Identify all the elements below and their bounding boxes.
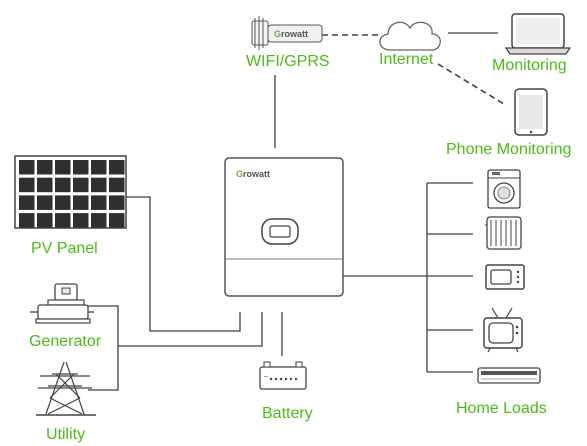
- internet-to-phone-dashed: [437, 63, 505, 105]
- solar-cell: [19, 195, 35, 210]
- solar-cell: [109, 177, 125, 193]
- inverter-icon: Growatt: [224, 157, 344, 297]
- dongle-logo-g: G: [274, 29, 281, 39]
- pv-panel-label: PV Panel: [31, 240, 98, 257]
- solar-cell: [37, 213, 53, 228]
- battery-dot: [284, 377, 288, 381]
- solar-cell: [73, 195, 89, 210]
- battery-dot: [294, 377, 298, 381]
- solar-cell: [109, 213, 125, 228]
- battery-label: Battery: [262, 405, 313, 422]
- solar-cell: [55, 160, 71, 175]
- solar-cell: [73, 213, 89, 228]
- solar-cell: [37, 160, 53, 175]
- solar-cell: [73, 177, 89, 193]
- wifi-dongle-icon: Growatt: [251, 16, 323, 50]
- solar-cell: [91, 213, 107, 228]
- solar-cell: [73, 160, 89, 175]
- svg-text:Growatt: Growatt: [274, 29, 308, 39]
- battery-dot: [274, 377, 278, 381]
- solar-cell: [91, 195, 107, 210]
- solar-cell: [55, 177, 71, 193]
- phone-icon: [514, 88, 548, 136]
- pv-to-inverter-line: [126, 196, 241, 332]
- solar-cell: [19, 177, 35, 193]
- solar-cell: [55, 195, 71, 210]
- heater-icon: [485, 216, 522, 250]
- solar-cell: [19, 213, 35, 228]
- solar-cell: [37, 195, 53, 210]
- solar-cell: [109, 160, 125, 175]
- tv-icon: [483, 307, 523, 353]
- generator-icon: [30, 283, 94, 324]
- monitoring-label: Monitoring: [492, 57, 567, 74]
- utility-label: Utility: [46, 426, 86, 443]
- battery-dot: [269, 377, 273, 381]
- solar-cell: [55, 213, 71, 228]
- generator-bus-line: [88, 305, 119, 391]
- solar-cell: [91, 177, 107, 193]
- inverter-logo-g: G: [236, 169, 243, 179]
- connections: [88, 32, 505, 391]
- dongle-logo-rest: rowatt: [281, 29, 308, 39]
- battery-dash-mark: –: [264, 373, 268, 380]
- washing-machine-icon: [487, 169, 521, 209]
- utility-to-inverter-line: [118, 312, 263, 347]
- battery-dot: [289, 377, 293, 381]
- internet-label: Internet: [379, 51, 434, 68]
- solar-cell: [109, 195, 125, 210]
- air-conditioner-icon: [477, 367, 541, 384]
- cloud-icon: [379, 21, 441, 51]
- laptop-icon: [504, 13, 572, 55]
- solar-panel-icon: [14, 155, 127, 229]
- generator-label: Generator: [29, 333, 102, 350]
- power-tower-icon: [36, 361, 96, 416]
- phone-monitoring-label: Phone Monitoring: [446, 141, 572, 158]
- svg-text:Growatt: Growatt: [236, 169, 270, 179]
- solar-cell: [19, 160, 35, 175]
- battery-dot: [279, 377, 283, 381]
- microwave-icon: [485, 264, 525, 290]
- battery-icon: –: [259, 361, 307, 390]
- wifi-gprs-label: WIFI/GPRS: [246, 53, 330, 70]
- home-loads-label: Home Loads: [456, 400, 547, 417]
- solar-cell: [37, 177, 53, 193]
- solar-cell: [91, 160, 107, 175]
- inverter-logo-rest: rowatt: [243, 169, 270, 179]
